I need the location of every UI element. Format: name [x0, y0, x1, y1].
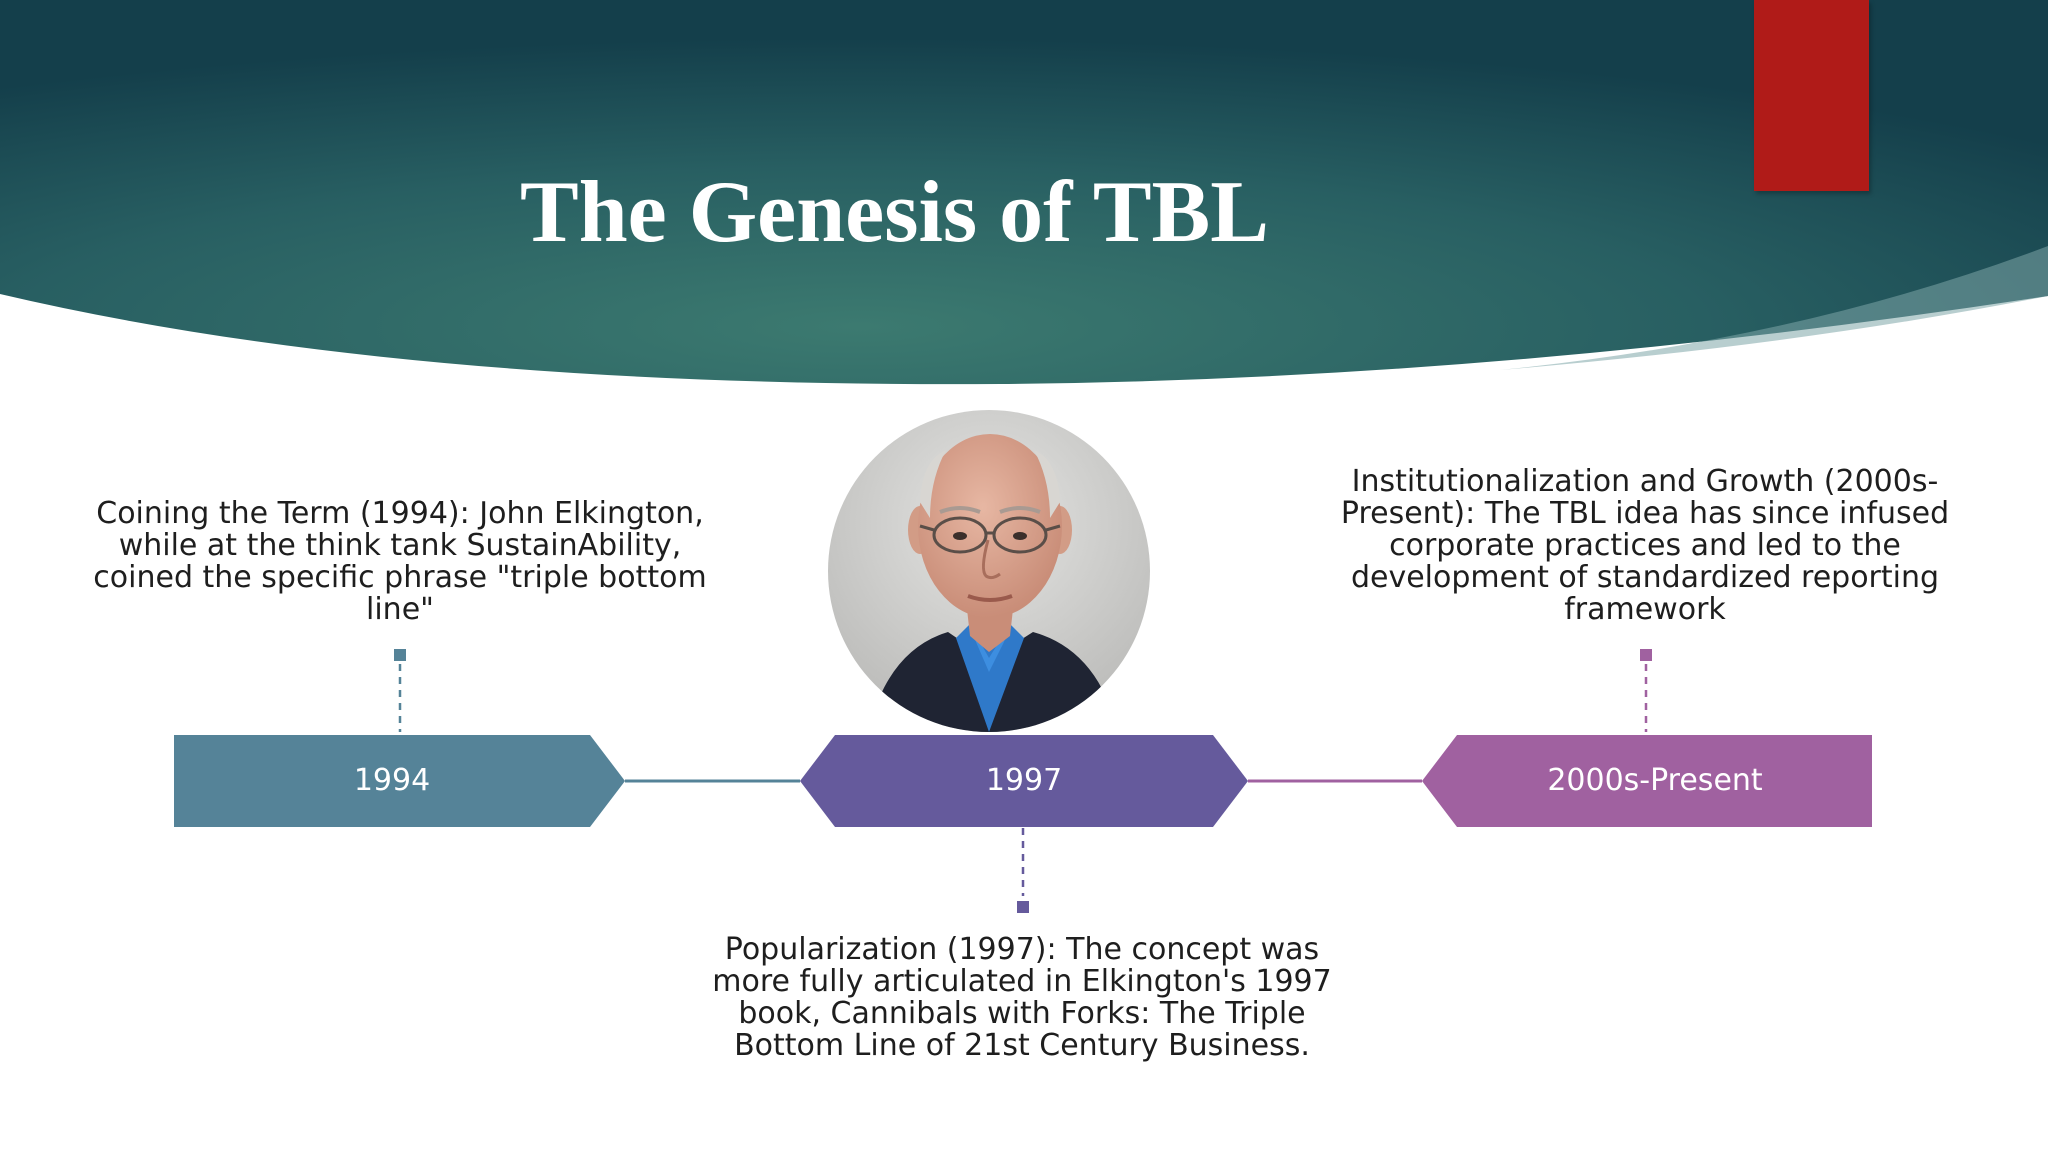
accent-tab [1754, 0, 1869, 191]
node-2000s [1422, 735, 1872, 827]
node-label-1994: 1994 [353, 763, 431, 798]
page-title: The Genesis of TBL [520, 164, 1269, 261]
portrait-photo-icon [828, 410, 1150, 732]
leader-marker-2000s [1640, 649, 1652, 661]
node-label-1997: 1997 [985, 763, 1063, 798]
node-1994 [174, 735, 625, 827]
node-label-2000s: 2000s-Present [1547, 763, 1763, 798]
leader-marker-1997 [1017, 901, 1029, 913]
leader-marker-1994 [394, 649, 406, 661]
description-1997: Popularization (1997): The concept was m… [712, 932, 1332, 1063]
description-1994: Coining the Term (1994): John Elkington,… [93, 496, 707, 627]
description-2000s: Institutionalization and Growth (2000s-P… [1340, 464, 1950, 627]
node-1997 [800, 735, 1248, 827]
header-swoosh [1500, 246, 2048, 370]
